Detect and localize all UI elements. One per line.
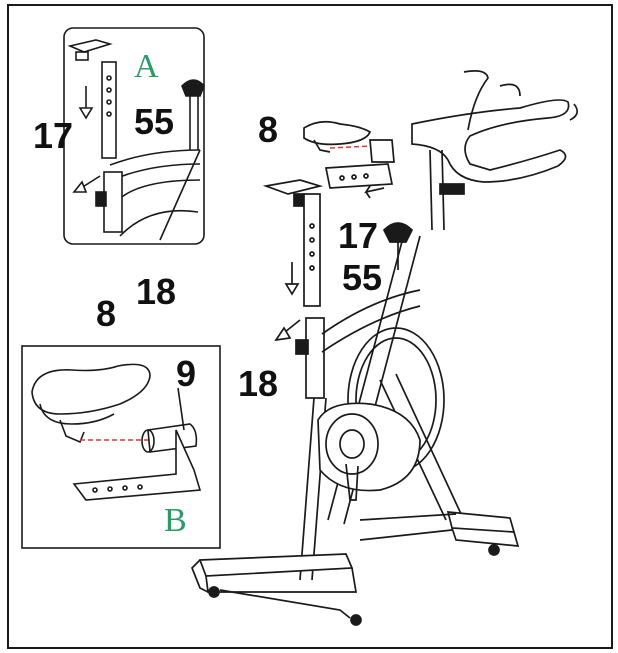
callout-8-inset: 8 [96,293,117,334]
callout-17-inset: 17 [33,115,74,156]
outer-border [7,4,613,649]
callout-9-inset: 9 [176,353,197,394]
callout-18-inset: 18 [136,271,177,312]
callout-8-main: 8 [258,109,279,150]
inset-a-letter: A [134,48,159,85]
inset-a [63,27,205,245]
bike-drawing [191,70,579,626]
callout-55-inset: 55 [134,101,175,142]
callout-17-main: 17 [338,215,379,256]
inset-b [21,345,221,549]
callout-55-main: 55 [342,257,383,298]
inset-b-letter: B [164,502,187,539]
callout-18-main: 18 [238,363,279,404]
